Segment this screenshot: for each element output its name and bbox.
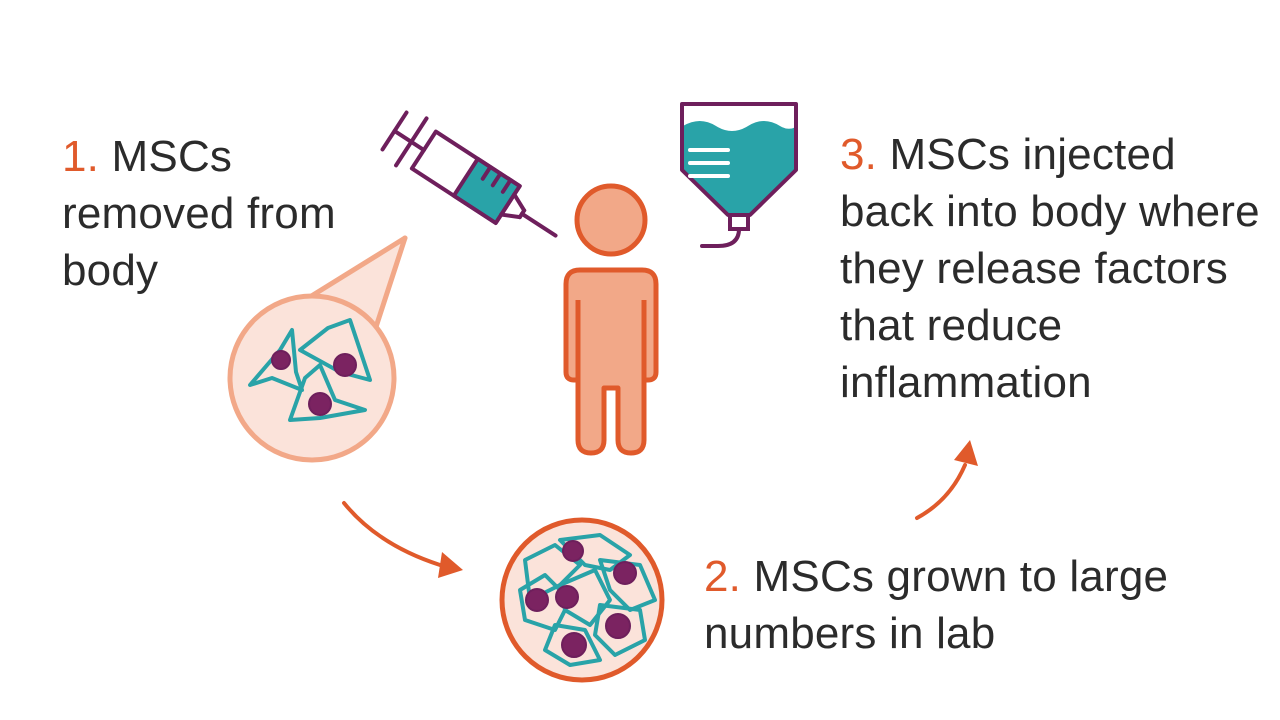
step-number: 3.: [840, 130, 878, 179]
arrow-icon: [342, 501, 463, 578]
step-text: MSCs injected back into body where they …: [840, 130, 1260, 407]
step-number: 1.: [62, 132, 100, 181]
step-2-label: 2. MSCs grown to large numbers in lab: [704, 548, 1174, 662]
step-3-label: 3. MSCs injected back into body where th…: [840, 126, 1260, 411]
syringe-icon: [380, 110, 558, 238]
iv-bag-icon: [680, 102, 798, 248]
person-icon: [563, 183, 659, 456]
step-number: 2.: [704, 552, 742, 601]
cell-magnifier-icon: [227, 235, 408, 463]
step-text: MSCs removed from body: [62, 132, 336, 295]
petri-dish-icon: [499, 517, 665, 683]
step-1-label: 1. MSCs removed from body: [62, 128, 402, 299]
step-text: MSCs grown to large numbers in lab: [704, 552, 1169, 658]
arrow-icon: [915, 440, 978, 520]
